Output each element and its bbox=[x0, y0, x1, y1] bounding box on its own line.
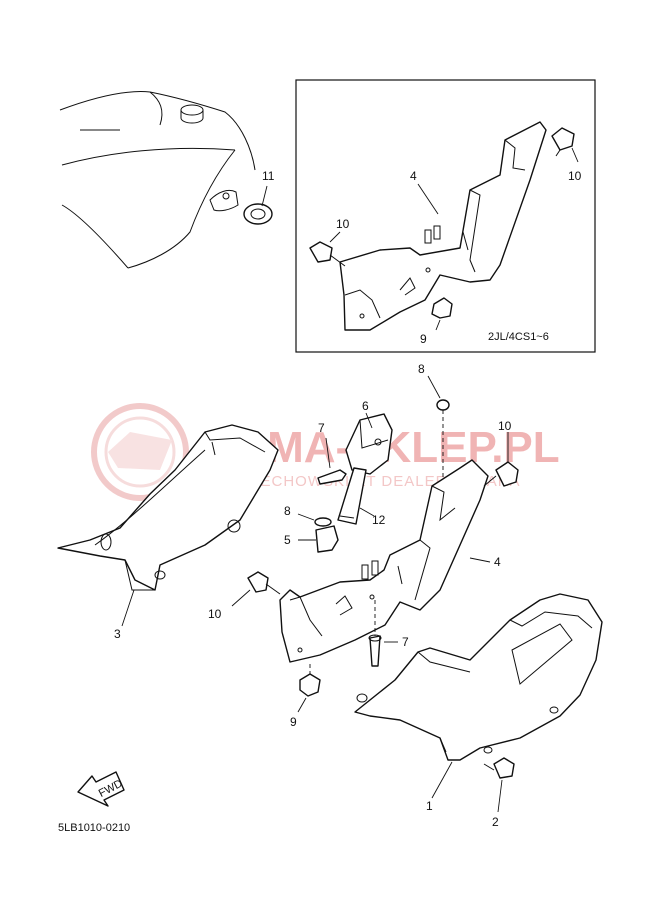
side-cover-left-part bbox=[57, 424, 279, 591]
watermark-logo-icon bbox=[91, 403, 189, 501]
leader-3 bbox=[121, 589, 135, 627]
clip-5-part bbox=[298, 525, 339, 553]
callout-2: 2 bbox=[492, 815, 499, 829]
callout-4-inset: 4 bbox=[410, 169, 417, 183]
side-cover-right-part bbox=[354, 593, 603, 761]
nut-9-main-part bbox=[297, 664, 321, 713]
inset-leader-4 bbox=[417, 183, 439, 215]
band-12-part bbox=[337, 467, 375, 525]
main-bracket-part bbox=[279, 459, 489, 663]
bolt-2-part bbox=[483, 757, 515, 813]
inset-bolt-right-part bbox=[551, 127, 579, 163]
inset-bolt-left-part bbox=[309, 231, 346, 267]
callout-7-top: 7 bbox=[318, 421, 325, 435]
frame-outline bbox=[59, 91, 256, 269]
callout-7-bottom: 7 bbox=[402, 635, 409, 649]
callout-11: 11 bbox=[262, 169, 275, 183]
callout-9-main: 9 bbox=[290, 715, 297, 729]
bolt-10-main-left-part bbox=[231, 571, 281, 607]
callout-1: 1 bbox=[426, 799, 433, 813]
callout-10-inset-right: 10 bbox=[568, 169, 582, 183]
leader-4-main bbox=[469, 557, 491, 563]
fwd-arrow-icon: FWD bbox=[77, 771, 125, 807]
callout-6: 6 bbox=[362, 399, 369, 413]
washer-8-top-part bbox=[427, 375, 450, 478]
inset-nut-part bbox=[431, 297, 453, 331]
callout-10-inset-left: 10 bbox=[336, 217, 350, 231]
inset-code: 2JL/4CS1~6 bbox=[488, 331, 549, 343]
callout-5: 5 bbox=[284, 533, 291, 547]
pin-7-top-part bbox=[317, 437, 347, 485]
footer-code: 5LB1010-0210 bbox=[58, 822, 130, 834]
grommet-part bbox=[243, 185, 273, 225]
callout-12: 12 bbox=[372, 513, 386, 527]
callout-8-mid: 8 bbox=[284, 504, 291, 518]
bracket-6-part bbox=[345, 412, 393, 475]
callout-4-main: 4 bbox=[494, 555, 501, 569]
callout-8-top: 8 bbox=[418, 362, 425, 376]
callout-10-main-right: 10 bbox=[498, 419, 512, 433]
washer-8-mid-part bbox=[297, 513, 332, 527]
callout-3: 3 bbox=[114, 627, 121, 641]
bolt-10-main-right-part bbox=[483, 432, 519, 487]
inset-bracket-part bbox=[339, 121, 547, 331]
inset-box bbox=[295, 79, 596, 353]
callout-9-inset: 9 bbox=[420, 332, 427, 346]
pin-7-bottom-part bbox=[368, 600, 398, 667]
callout-10-main-left: 10 bbox=[208, 607, 222, 621]
leader-1 bbox=[431, 761, 453, 799]
